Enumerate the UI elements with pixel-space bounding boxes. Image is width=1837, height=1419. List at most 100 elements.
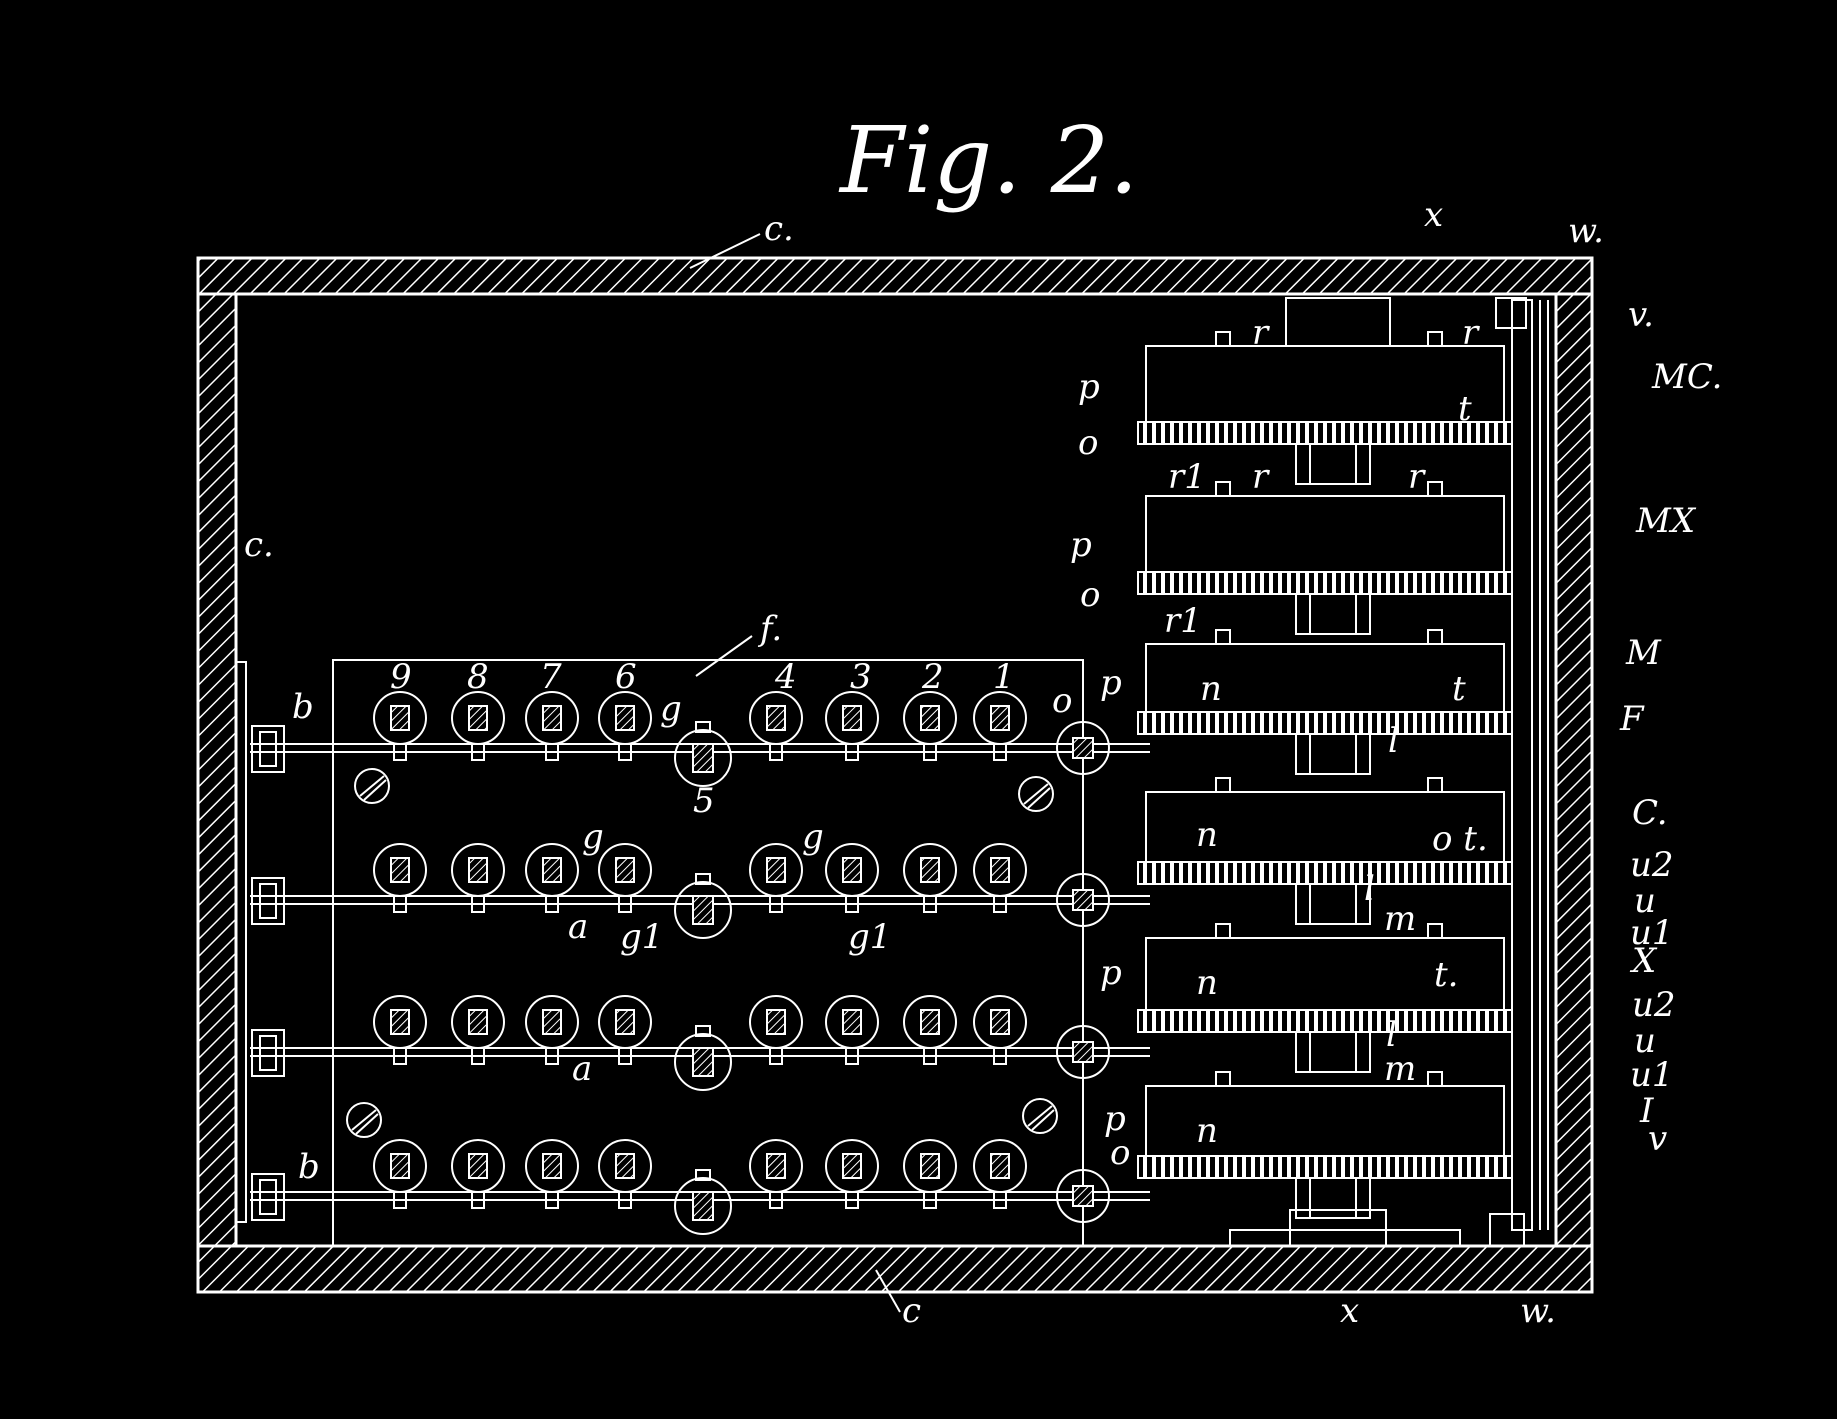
label-n3: n	[1196, 963, 1218, 1003]
set-screw-slot	[359, 775, 385, 797]
bolt	[251, 725, 285, 773]
label-MC: MC.	[1651, 357, 1722, 397]
shaft-bearing	[1056, 1169, 1110, 1223]
label-l1: l	[1388, 721, 1399, 761]
label-MX: MX	[1635, 501, 1697, 541]
key-stem	[615, 1153, 635, 1179]
label-p4: p	[1100, 953, 1122, 993]
label-t3: o t.	[1432, 819, 1488, 859]
set-screw-slot	[1023, 783, 1049, 805]
key-stem	[842, 705, 862, 731]
bolt	[251, 1173, 285, 1221]
bolt-inner	[259, 1179, 277, 1215]
key-foot	[923, 895, 937, 913]
shaft-bearing	[1056, 1025, 1110, 1079]
label-key-a: a	[568, 907, 588, 947]
pin	[1427, 481, 1443, 497]
label-t1: t	[1458, 389, 1472, 429]
key-stem	[615, 705, 635, 731]
label-u2a: u2	[1630, 845, 1674, 885]
set-screw-slot	[1031, 1109, 1055, 1131]
label-frame: f.	[757, 609, 782, 649]
key-number-2: 2	[921, 657, 944, 697]
key-stem	[390, 1009, 410, 1035]
key-stem	[766, 1153, 786, 1179]
set-screw	[1022, 1098, 1058, 1134]
pin	[1215, 331, 1231, 347]
center-key-cap	[695, 1025, 711, 1037]
key-stem	[766, 857, 786, 883]
key-stem	[542, 705, 562, 731]
key-stem	[390, 1153, 410, 1179]
key-foot	[471, 895, 485, 913]
set-screw-slot	[363, 779, 387, 801]
top-bearing-block	[1285, 297, 1391, 347]
counter-wheel-body	[1145, 495, 1505, 573]
label-p2: p	[1070, 525, 1092, 565]
label-p5: p	[1104, 1099, 1126, 1139]
label-M: M	[1625, 633, 1662, 673]
key-number-5: 5	[693, 781, 715, 821]
key-foot	[471, 1191, 485, 1209]
key-stem	[468, 857, 488, 883]
key-foot	[993, 743, 1007, 761]
label-w-bottom: w.	[1520, 1291, 1556, 1331]
pin	[1215, 1071, 1231, 1087]
counter-hub	[1295, 883, 1371, 925]
key-stem	[468, 1009, 488, 1035]
counter-gear	[1137, 711, 1513, 735]
key-foot	[923, 743, 937, 761]
bottom-plate	[1229, 1229, 1461, 1247]
label-v-bottom: v	[1648, 1119, 1667, 1159]
bolt-inner	[259, 731, 277, 767]
center-key-cap	[695, 873, 711, 885]
key-stem	[542, 1153, 562, 1179]
key-stem	[615, 1009, 635, 1035]
label-case-bottom: c	[902, 1291, 921, 1331]
key-number-row: 9 8 7 6 4 3 2 1 5	[390, 657, 1015, 821]
key-foot	[545, 1047, 559, 1065]
key-foot	[923, 1047, 937, 1065]
key-stem	[920, 705, 940, 731]
label-key-g: g	[660, 689, 682, 729]
counter-gear	[1137, 571, 1513, 595]
label-case-left: c.	[244, 525, 274, 565]
bottom-corner-block	[1489, 1213, 1525, 1247]
key-foot	[545, 1191, 559, 1209]
key-foot	[545, 895, 559, 913]
label-r5: r	[1408, 457, 1426, 497]
case-wall-left	[196, 292, 238, 1248]
right-bars	[1511, 299, 1549, 1231]
key-foot	[393, 895, 407, 913]
pin	[1427, 629, 1443, 645]
key-foot	[393, 743, 407, 761]
label-C: C.	[1632, 793, 1668, 833]
pin	[1215, 777, 1231, 793]
center-key-cap	[695, 721, 711, 733]
key-foot	[769, 1191, 783, 1209]
case-wall-bottom	[196, 1244, 1594, 1294]
key-stem	[390, 857, 410, 883]
label-key-g1b: g1	[848, 917, 891, 957]
key-foot	[923, 1191, 937, 1209]
key-stem	[842, 1009, 862, 1035]
counter-wheel-body	[1145, 345, 1505, 423]
pin	[1427, 1071, 1443, 1087]
label-t4: t.	[1434, 955, 1458, 995]
label-t2: t	[1452, 669, 1466, 709]
key-stem	[990, 705, 1010, 731]
key-number-1: 1	[993, 657, 1015, 697]
label-bolt-top: b	[292, 687, 314, 727]
label-m1: m	[1384, 899, 1416, 939]
counter-hub	[1295, 733, 1371, 775]
counter-gear	[1137, 1009, 1513, 1033]
key-stem	[920, 1009, 940, 1035]
label-key-g-mid: g	[582, 817, 604, 857]
center-key-circle	[674, 1033, 732, 1091]
key-foot	[393, 1047, 407, 1065]
reference-labels: c. c. c f. b b g g g a g1 g1 a o w. w. x…	[244, 195, 1722, 1331]
shaft-bearing-core	[1072, 1185, 1094, 1207]
key-number-6: 6	[615, 657, 637, 697]
key-foot	[845, 1191, 859, 1209]
pin	[1215, 629, 1231, 645]
